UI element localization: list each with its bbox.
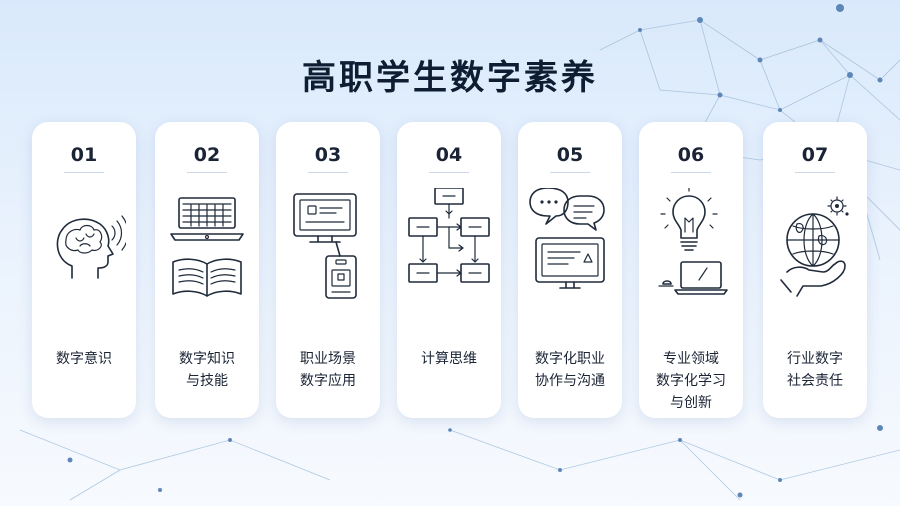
card-7: 07 行业数字社会责任 <box>763 122 867 418</box>
card-number: 02 <box>193 144 221 166</box>
card-label: 行业数字社会责任 <box>787 351 843 389</box>
card-number: 01 <box>70 144 98 166</box>
card-label: 数字意识 <box>56 351 112 367</box>
card-label: 职业场景数字应用 <box>300 351 356 389</box>
divider <box>671 172 711 173</box>
card-number: 03 <box>314 144 342 166</box>
laptop-book-icon <box>165 188 249 308</box>
card-number: 06 <box>677 144 705 166</box>
card-5: 05 数字化职业协作与沟通 <box>518 122 622 418</box>
page-title: 高职学生数字素养 <box>302 58 598 98</box>
card-4: 04 计算思维 <box>397 122 501 418</box>
card-6: 06 专业领域数字化学习与创新 <box>639 122 743 418</box>
divider <box>550 172 590 173</box>
card-number: 04 <box>435 144 463 166</box>
card-3: 03 职业场景数字应用 <box>276 122 380 418</box>
card-1: 01 数字意识 <box>32 122 136 418</box>
divider <box>308 172 348 173</box>
card-number: 05 <box>556 144 584 166</box>
card-number: 07 <box>801 144 829 166</box>
chat-monitor-icon <box>528 187 612 308</box>
card-2: 02 数字知识与技能 <box>155 122 259 418</box>
brain-head-icon <box>42 188 129 308</box>
divider <box>795 172 835 173</box>
divider <box>187 172 227 173</box>
card-label: 数字知识与技能 <box>179 351 235 389</box>
globe-hand-icon <box>773 188 857 308</box>
divider <box>64 172 104 173</box>
card-label: 数字化职业协作与沟通 <box>535 351 605 389</box>
divider <box>429 172 469 173</box>
card-label: 计算思维 <box>421 351 477 367</box>
flowchart-icon <box>407 187 491 308</box>
lightbulb-laptop-icon <box>649 187 733 308</box>
monitor-badge-icon <box>286 188 370 308</box>
card-label: 专业领域数字化学习与创新 <box>656 351 726 411</box>
